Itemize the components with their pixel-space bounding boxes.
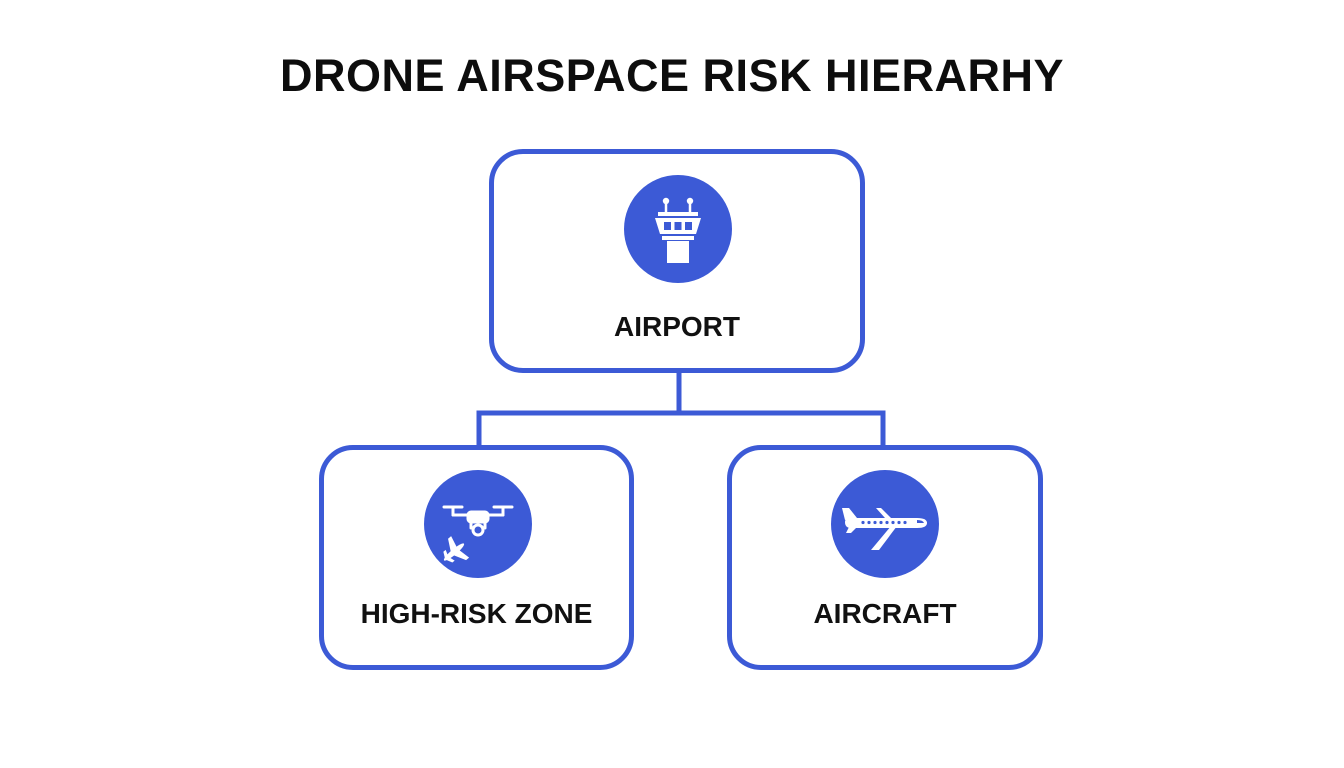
node-aircraft: AIRCRAFT bbox=[727, 445, 1043, 670]
node-label-airport: AIRPORT bbox=[614, 311, 740, 342]
airplane-icon bbox=[831, 470, 939, 578]
control-tower-icon bbox=[624, 175, 732, 283]
drone-and-airplane-icon bbox=[424, 470, 532, 578]
node-label-aircraft: AIRCRAFT bbox=[813, 598, 957, 629]
node-airport: AIRPORT bbox=[489, 149, 865, 373]
diagram-title: DRONE AIRSPACE RISK HIERARHY bbox=[279, 50, 1065, 101]
node-label-high-risk-zone: HIGH-RISK ZONE bbox=[360, 598, 593, 629]
node-high-risk-zone: HIGH-RISK ZONE bbox=[319, 445, 634, 670]
